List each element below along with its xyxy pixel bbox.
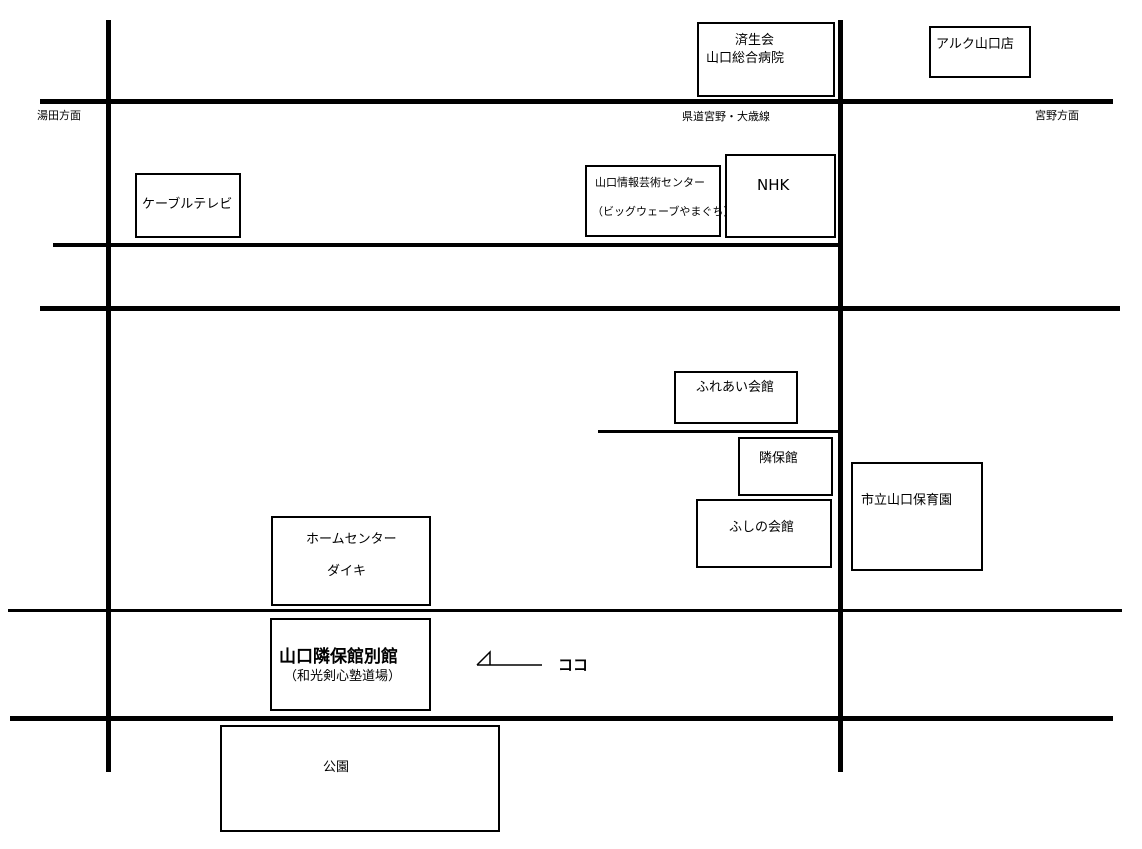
ycam-label-line2: （ビッグウェーブやまぐち） xyxy=(592,205,735,218)
daiki-label-line1: ホームセンター xyxy=(306,532,397,547)
hospital-box xyxy=(697,22,835,97)
road-east-vertical xyxy=(838,20,843,772)
cable-tv-box xyxy=(135,173,241,238)
rinpo-hall-box xyxy=(738,437,833,496)
road-lower-thin-horizontal xyxy=(8,609,1122,612)
cable-tv-label: ケーブルテレビ xyxy=(142,197,233,212)
hospital-label-line2: 山口総合病院 xyxy=(706,51,785,66)
fushino-hall-label: ふしの会館 xyxy=(729,520,795,535)
nursery-label: 市立山口保育園 xyxy=(861,493,953,508)
road-middle-horizontal xyxy=(40,306,1120,311)
road-west-vertical xyxy=(106,20,111,772)
daiki-box xyxy=(271,516,431,606)
miyano-direction-label: 宮野方面 xyxy=(1035,109,1079,122)
aruku-store-label: アルク山口店 xyxy=(936,37,1014,52)
annex-label-line2: （和光剣心塾道場） xyxy=(284,669,402,684)
prefectural-road-label: 県道宮野・大歳線 xyxy=(682,110,770,123)
annex-box xyxy=(270,618,431,711)
aruku-store-box xyxy=(929,26,1031,78)
ycam-box xyxy=(585,165,721,237)
pointer-arrow-icon xyxy=(476,650,542,666)
rinpo-hall-label: 隣保館 xyxy=(759,451,799,466)
road-fureai-branch xyxy=(598,430,840,433)
park-box xyxy=(220,725,500,832)
park-label: 公園 xyxy=(323,760,350,775)
ycam-label-line1: 山口情報芸術センター xyxy=(595,176,705,189)
hospital-label-line1: 済生会 xyxy=(735,33,775,48)
nhk-label: NHK xyxy=(757,176,790,194)
nursery-box xyxy=(851,462,983,571)
fushino-hall-box xyxy=(696,499,832,568)
road-prefectural-horizontal xyxy=(40,99,1113,104)
fureai-hall-box xyxy=(674,371,798,424)
road-upper-horizontal xyxy=(53,243,840,247)
road-bottom-horizontal xyxy=(10,716,1113,721)
annex-label-line1: 山口隣保館別館 xyxy=(279,647,398,667)
nhk-box xyxy=(725,154,836,238)
yuda-direction-label: 湯田方面 xyxy=(37,109,81,122)
here-label: ココ xyxy=(558,656,589,674)
daiki-label-line2: ダイキ xyxy=(327,564,367,579)
fureai-hall-label: ふれあい会館 xyxy=(696,380,775,395)
